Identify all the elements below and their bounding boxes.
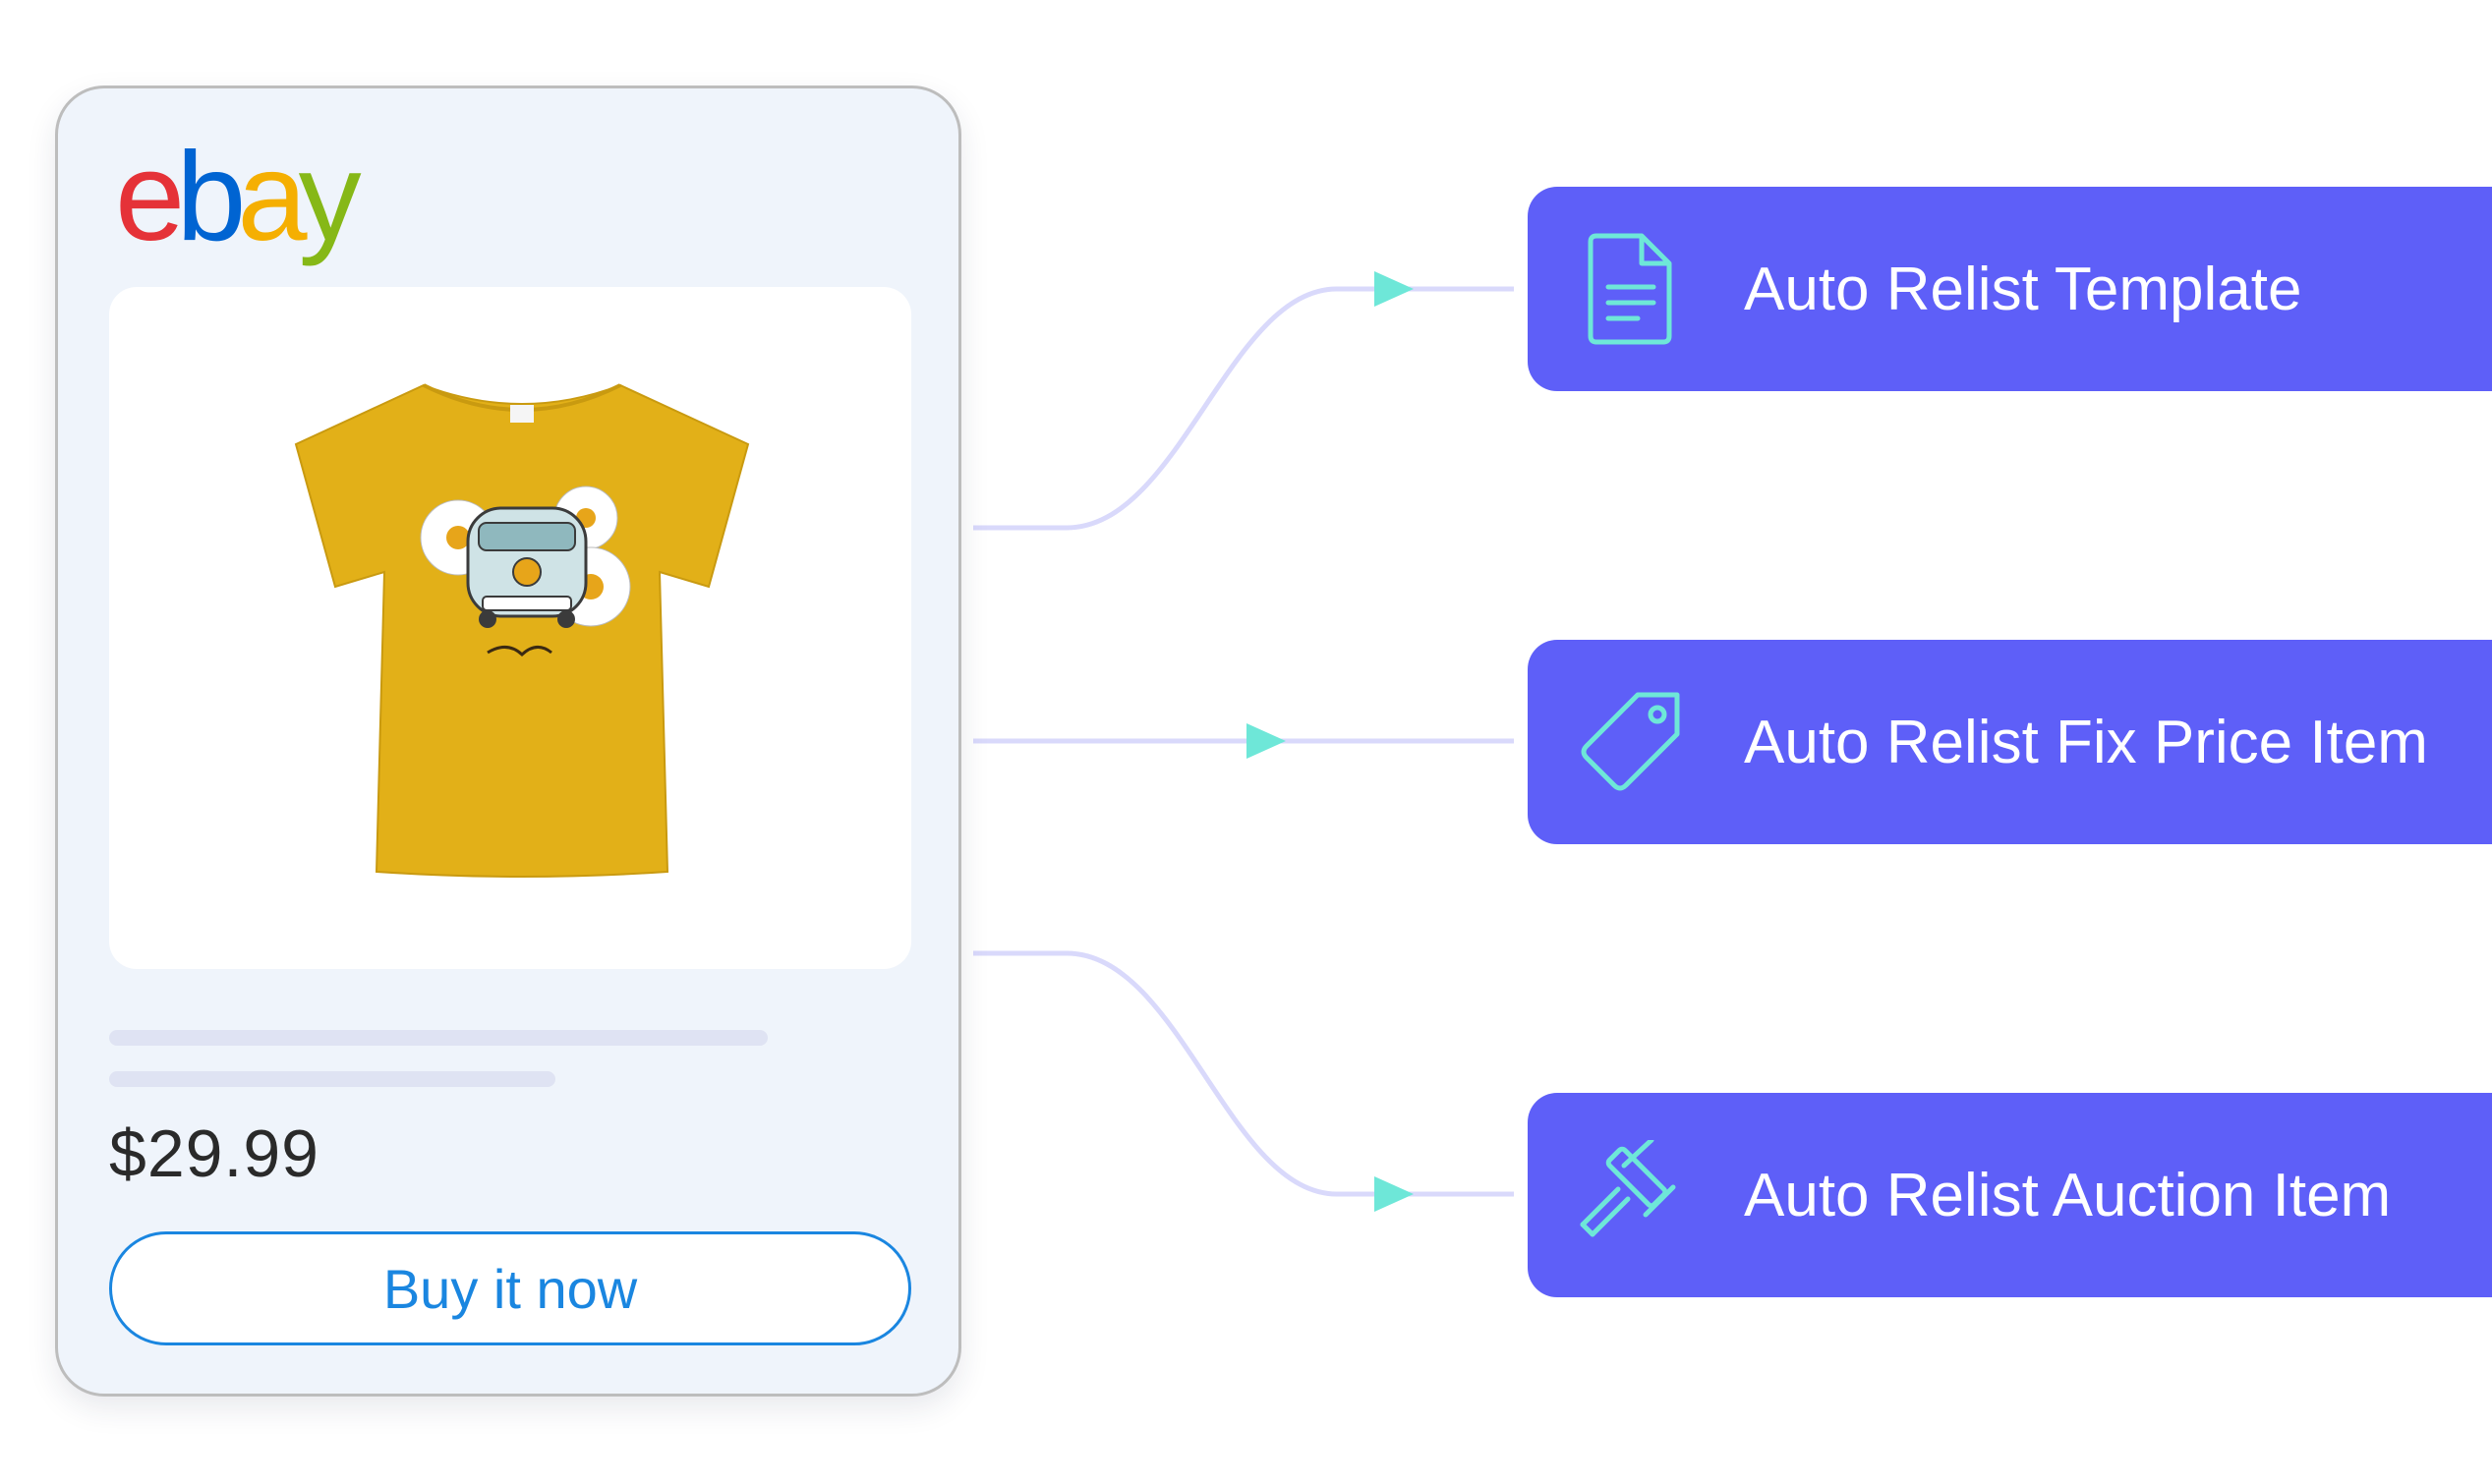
- action-auto-relist-fix-price[interactable]: Auto Relist Fix Price Item: [1528, 640, 2492, 844]
- price-tag-icon: [1575, 683, 1685, 801]
- logo-letter-a: a: [237, 127, 307, 267]
- listing-card: ebay: [55, 86, 961, 1397]
- arrow-head-auction: [1374, 1176, 1414, 1212]
- action-label-auction: Auto Relist Auction Item: [1744, 1161, 2392, 1229]
- arrow-head-fix-price: [1246, 723, 1286, 759]
- subtitle-placeholder-line: [109, 1071, 555, 1087]
- title-placeholder-line: [109, 1030, 768, 1046]
- product-image[interactable]: [109, 287, 911, 969]
- action-label-fix-price: Auto Relist Fix Price Item: [1744, 708, 2428, 776]
- document-icon: [1575, 230, 1685, 348]
- gavel-icon: [1575, 1136, 1685, 1254]
- connector-to-auction: [973, 950, 1514, 1197]
- action-auto-relist-auction[interactable]: Auto Relist Auction Item: [1528, 1093, 2492, 1297]
- logo-letter-y: y: [298, 127, 362, 267]
- logo-letter-e: e: [115, 127, 185, 267]
- ebay-logo: ebay: [115, 127, 362, 267]
- arrow-head-template: [1374, 271, 1414, 307]
- yellow-tshirt-image: [294, 383, 750, 878]
- action-auto-relist-template[interactable]: Auto Relist Template: [1528, 187, 2492, 391]
- buy-it-now-button[interactable]: Buy it now: [109, 1231, 911, 1345]
- logo-letter-b: b: [176, 127, 246, 267]
- connector-to-template: [973, 286, 1514, 531]
- action-label-template: Auto Relist Template: [1744, 255, 2302, 323]
- price-label: $29.99: [109, 1116, 319, 1191]
